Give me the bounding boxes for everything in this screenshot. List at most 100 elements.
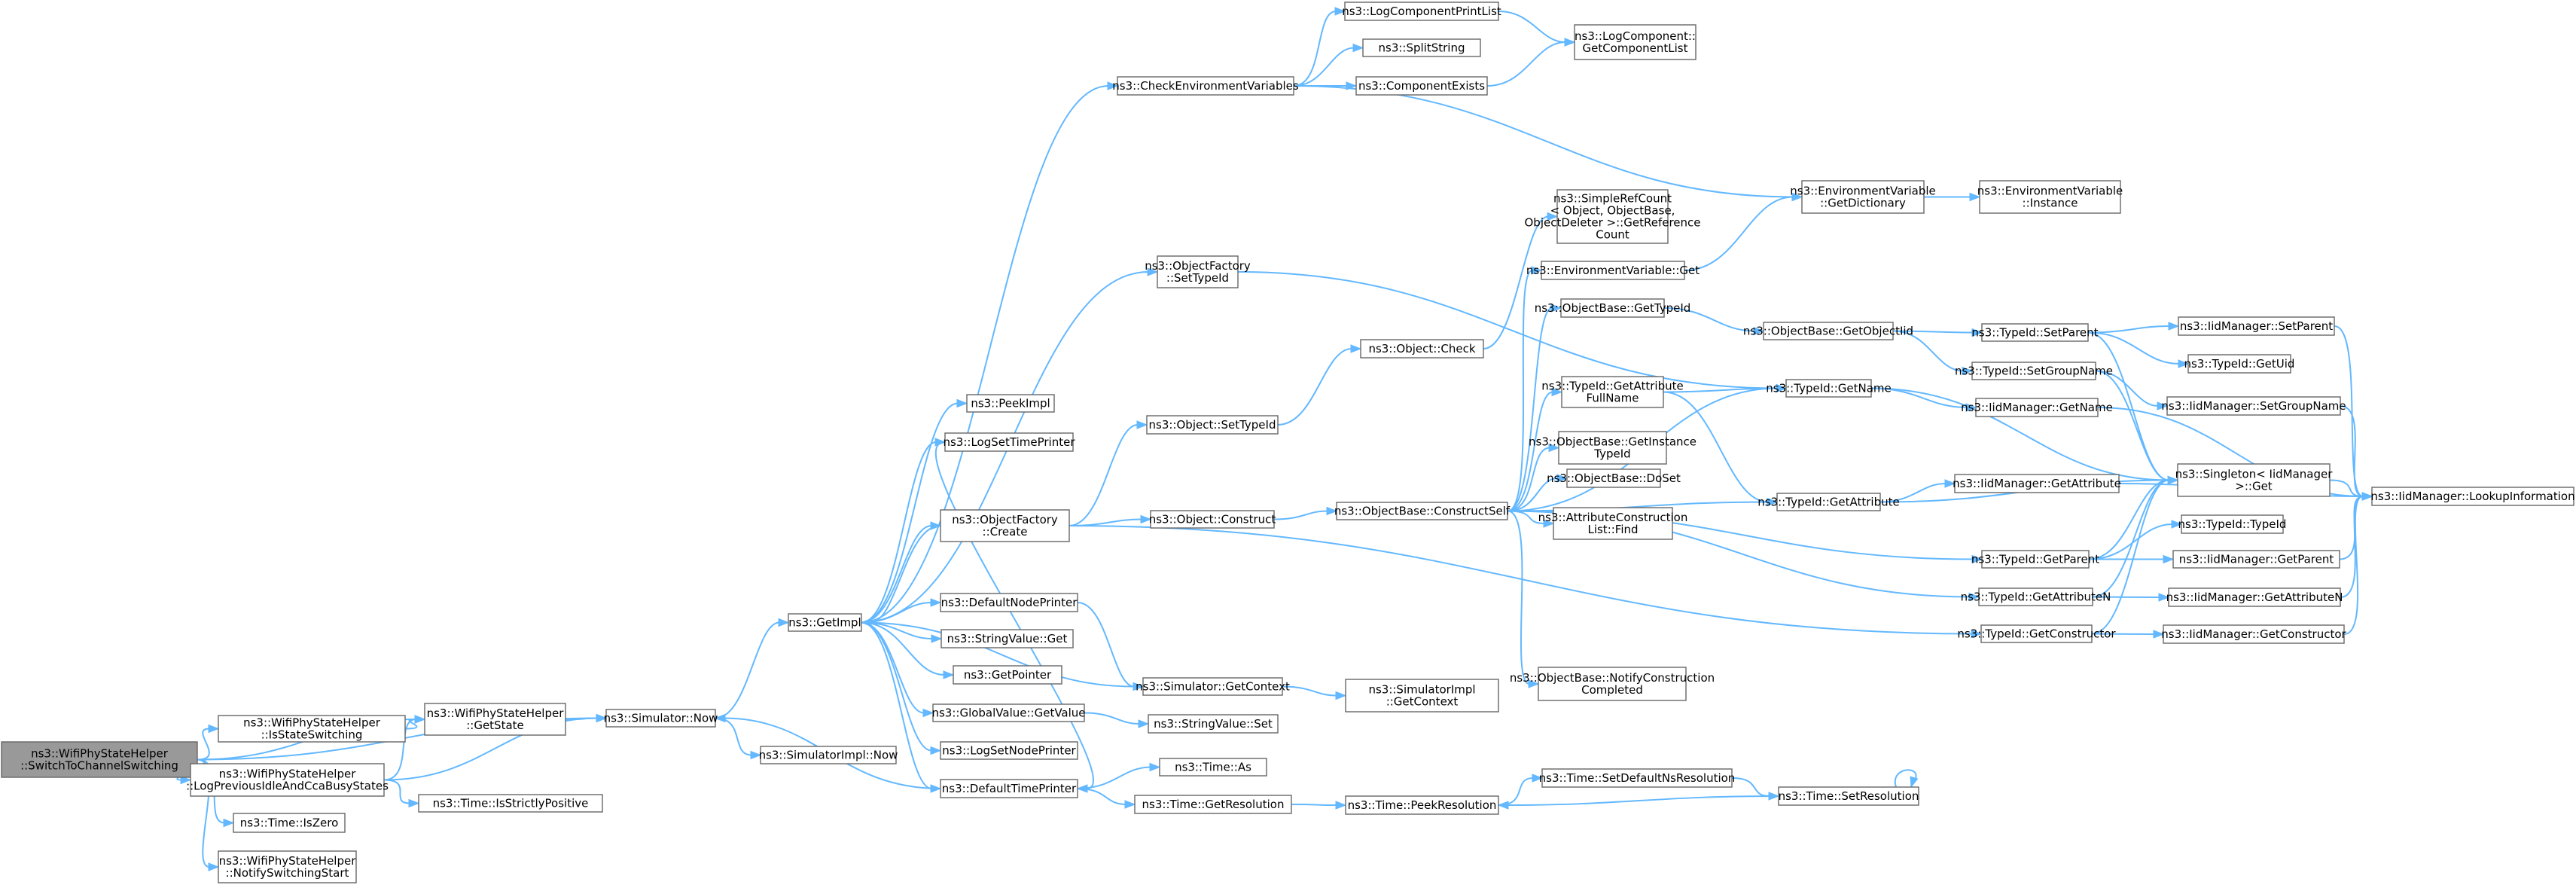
node-logsetnode[interactable]: ns3::LogSetNodePrinter bbox=[940, 741, 1078, 760]
node-tidgetattrn[interactable]: ns3::TypeId::GetAttributeN bbox=[1961, 587, 2111, 606]
node-iidsetgroup[interactable]: ns3::IidManager::SetGroupName bbox=[2161, 396, 2346, 416]
node-envinst[interactable]: ns3::EnvironmentVariable::Instance bbox=[1977, 180, 2123, 214]
edge-arrowhead bbox=[1556, 474, 1568, 483]
node-svget[interactable]: ns3::StringValue::Get bbox=[940, 629, 1074, 648]
node-label: ::GetState bbox=[466, 719, 524, 732]
node-iszero[interactable]: ns3::Time::IsZero bbox=[233, 813, 346, 833]
node-obgettid[interactable]: ns3::ObjectBase::GetTypeId bbox=[1535, 298, 1691, 318]
node-tidgetuid[interactable]: ns3::TypeId::GetUid bbox=[2184, 354, 2295, 374]
edge-isss-to-getstate bbox=[404, 719, 418, 730]
node-gvget[interactable]: ns3::GlobalValue::GetValue bbox=[931, 703, 1086, 722]
node-envget[interactable]: ns3::EnvironmentVariable::Get bbox=[1526, 261, 1700, 280]
node-deftime[interactable]: ns3::DefaultTimePrinter bbox=[940, 779, 1078, 798]
node-implgetctx[interactable]: ns3::SimulatorImpl::GetContext bbox=[1345, 679, 1499, 713]
node-defnode[interactable]: ns3::DefaultNodePrinter bbox=[940, 593, 1078, 612]
node-root[interactable]: ns3::WifiPhyStateHelper::SwitchToChannel… bbox=[1, 741, 198, 778]
node-tidsetparent[interactable]: ns3::TypeId::SetParent bbox=[1971, 323, 2099, 342]
node-getptr[interactable]: ns3::GetPointer bbox=[953, 665, 1062, 685]
node-setres[interactable]: ns3::Time::SetResolution bbox=[1778, 786, 1919, 806]
node-box bbox=[1538, 667, 1687, 701]
node-label: ns3::IidManager::GetAttributeN bbox=[2166, 590, 2343, 604]
node-split[interactable]: ns3::SplitString bbox=[1362, 38, 1481, 57]
node-box bbox=[1148, 714, 1279, 734]
edge-getimpl-to-logset bbox=[861, 441, 937, 624]
node-objcheck[interactable]: ns3::Object::Check bbox=[1360, 339, 1484, 359]
node-timeas[interactable]: ns3::Time::As bbox=[1159, 758, 1267, 777]
node-lcgcl[interactable]: ns3::LogComponent::GetComponentList bbox=[1574, 24, 1697, 60]
node-box bbox=[1975, 398, 2099, 417]
edge-setdefns-to-setres bbox=[1731, 777, 1770, 797]
node-logset[interactable]: ns3::LogSetTimePrinter bbox=[943, 432, 1075, 452]
node-setdefns[interactable]: ns3::Time::SetDefaultNsResolution bbox=[1539, 768, 1736, 788]
node-envdict[interactable]: ns3::EnvironmentVariable::GetDictionary bbox=[1790, 180, 1936, 214]
node-box bbox=[932, 703, 1085, 722]
edge-arrowhead bbox=[208, 724, 220, 734]
node-checkenv[interactable]: ns3::CheckEnvironmentVariables bbox=[1112, 76, 1299, 96]
node-iidgetattrn[interactable]: ns3::IidManager::GetAttributeN bbox=[2166, 587, 2343, 607]
node-lpi[interactable]: ns3::WifiPhyStateHelper::LogPreviousIdle… bbox=[186, 763, 389, 797]
node-obgetoid[interactable]: ns3::ObjectBase::GetObjectIid bbox=[1743, 322, 1913, 340]
node-label: ns3::TypeId::GetAttribute bbox=[1541, 380, 1683, 393]
node-label: GetComponentList bbox=[1582, 41, 1687, 55]
node-iidgetparent[interactable]: ns3::IidManager::GetParent bbox=[2172, 550, 2340, 569]
node-objconstruct[interactable]: ns3::Object::Construct bbox=[1149, 510, 1276, 529]
node-tidgetparent[interactable]: ns3::TypeId::GetParent bbox=[1971, 550, 2099, 569]
edge-ofcreate-to-tidgetctor bbox=[1069, 525, 1973, 635]
node-obconstruct[interactable]: ns3::ObjectBase::ConstructSelf bbox=[1334, 502, 1511, 520]
node-tidsetgroup[interactable]: ns3::TypeId::SetGroupName bbox=[1955, 362, 2113, 380]
node-obnotify[interactable]: ns3::ObjectBase::NotifyConstructionCompl… bbox=[1510, 667, 1715, 701]
node-label: ::GetContext bbox=[1386, 695, 1459, 709]
node-box bbox=[1541, 261, 1685, 280]
node-now[interactable]: ns3::Simulator::Now bbox=[604, 709, 718, 728]
node-compex[interactable]: ns3::ComponentExists bbox=[1355, 76, 1488, 96]
node-peekimpl[interactable]: ns3::PeekImpl bbox=[966, 394, 1055, 413]
node-srcget[interactable]: ns3::SimpleRefCount< Object, ObjectBase,… bbox=[1524, 189, 1701, 244]
node-ofsettid[interactable]: ns3::ObjectFactory::SetTypeId bbox=[1145, 255, 1251, 288]
node-timegetres[interactable]: ns3::Time::GetResolution bbox=[1134, 795, 1292, 814]
node-iidsetparent[interactable]: ns3::IidManager::SetParent bbox=[2178, 316, 2335, 336]
node-box bbox=[1146, 415, 1279, 435]
node-lcpl[interactable]: ns3::LogComponentPrintList bbox=[1342, 2, 1501, 21]
node-simgetctx[interactable]: ns3::Simulator::GetContext bbox=[1136, 677, 1290, 696]
edge-arrowhead bbox=[1326, 506, 1338, 516]
node-iidgetctor[interactable]: ns3::IidManager::GetConstructor bbox=[2161, 624, 2347, 644]
edge-lpi-to-getstate bbox=[383, 719, 416, 781]
node-box bbox=[1345, 679, 1499, 713]
node-tidgetctor[interactable]: ns3::TypeId::GetConstructor bbox=[1957, 624, 2116, 643]
node-isss[interactable]: ns3::WifiPhyStateHelper::IsStateSwitchin… bbox=[218, 715, 406, 743]
edge-iidsetparent-to-lookup bbox=[2334, 325, 2364, 497]
node-getimpl[interactable]: ns3::GetImpl bbox=[788, 613, 862, 632]
node-box bbox=[1355, 76, 1488, 96]
node-implnow[interactable]: ns3::SimulatorImpl::Now bbox=[759, 746, 898, 764]
node-label: ::NotifySwitchingStart bbox=[226, 866, 349, 880]
edge-arrowhead bbox=[596, 713, 608, 723]
node-singleton[interactable]: ns3::Singleton< IidManager>::Get bbox=[2175, 463, 2334, 497]
node-label: ns3::GetImpl bbox=[788, 616, 861, 630]
node-getstate[interactable]: ns3::WifiPhyStateHelper::GetState bbox=[424, 703, 566, 736]
node-obdoset[interactable]: ns3::ObjectBase::DoSet bbox=[1547, 468, 1681, 488]
node-isp[interactable]: ns3::Time::IsStrictlyPositive bbox=[418, 794, 603, 813]
node-tidgetattr[interactable]: ns3::TypeId::GetAttribute bbox=[1757, 493, 1900, 511]
node-box bbox=[1360, 339, 1484, 359]
node-nss[interactable]: ns3::WifiPhyStateHelper::NotifySwitching… bbox=[218, 850, 357, 883]
edge-ofsettid-to-tidgetname bbox=[1237, 271, 1778, 389]
node-peekres[interactable]: ns3::Time::PeekResolution bbox=[1345, 795, 1499, 815]
node-label: ns3::LogComponentPrintList bbox=[1342, 5, 1501, 18]
edge-checkenv-to-envdict bbox=[1293, 85, 1794, 198]
node-lookup[interactable]: ns3::IidManager::LookupInformation bbox=[2370, 487, 2575, 506]
node-tidgetname[interactable]: ns3::TypeId::GetName bbox=[1766, 379, 1892, 398]
node-label: ns3::IidManager::SetGroupName bbox=[2161, 399, 2346, 413]
node-objsettid[interactable]: ns3::Object::SetTypeId bbox=[1146, 415, 1279, 435]
edge-obgetoid-to-tidsetgroup bbox=[1892, 330, 1964, 372]
node-iidgetname[interactable]: ns3::IidManager::GetName bbox=[1961, 398, 2113, 417]
node-svset[interactable]: ns3::StringValue::Set bbox=[1148, 714, 1279, 734]
edge-arrowhead bbox=[2178, 359, 2190, 368]
node-box bbox=[1345, 795, 1499, 815]
node-tidtypeid[interactable]: ns3::TypeId::TypeId bbox=[2178, 514, 2287, 534]
node-iidgetattr[interactable]: ns3::IidManager::GetAttribute bbox=[1953, 474, 2121, 493]
node-ofcreate[interactable]: ns3::ObjectFactory::Create bbox=[940, 509, 1070, 542]
edge-iidgetattrn-to-lookup bbox=[2340, 496, 2364, 598]
